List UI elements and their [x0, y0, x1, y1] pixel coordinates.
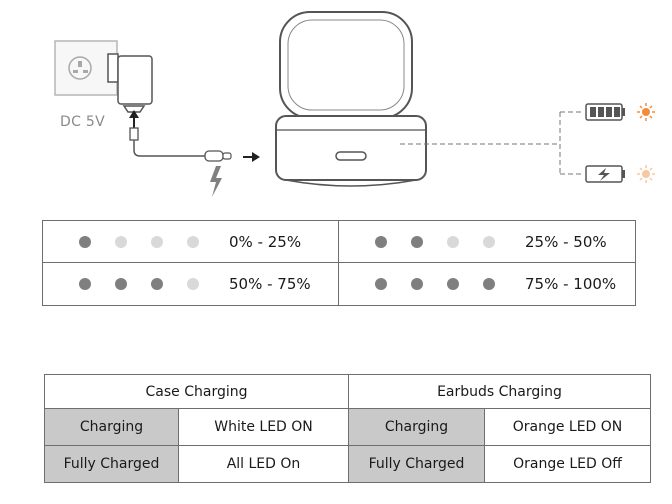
upward-arrow-icon [129, 110, 139, 128]
led-on-indicator [375, 278, 387, 290]
led-off-indicator [187, 278, 199, 290]
led-off-indicator [483, 235, 495, 248]
orange-led-icon [637, 103, 655, 121]
lightning-icon [210, 166, 222, 197]
led-level-table: 0% - 25% 25% - 50% 50% - 75% 75% - 100% [42, 220, 636, 306]
led-on-indicator [411, 278, 423, 290]
led-level-cell: 0% - 25% [43, 221, 339, 263]
level-label: 0% - 25% [229, 232, 302, 251]
plug-adapter-icon [107, 53, 153, 113]
table-header-row: Case Charging Earbuds Charging [44, 374, 652, 409]
led-level-cell: 75% - 100% [339, 263, 635, 305]
led-dots [339, 235, 517, 248]
led-off-indicator [115, 235, 127, 248]
case-state-cell: Fully Charged [44, 445, 179, 483]
uk-wall-socket-icon [54, 40, 118, 96]
level-label: 50% - 75% [229, 275, 311, 293]
case-led-cell: White LED ON [178, 408, 349, 446]
led-on-indicator [115, 278, 127, 290]
usb-c-cable-icon [129, 127, 232, 162]
earbuds-led-cell: Orange LED ON [483, 408, 652, 446]
white-led-icon [637, 165, 655, 183]
power-label: DC 5V [60, 114, 105, 130]
led-on-indicator [411, 235, 423, 248]
battery-full-icon [585, 103, 625, 121]
led-on-indicator [79, 235, 91, 248]
led-dots [339, 278, 517, 290]
led-on-indicator [483, 278, 495, 290]
right-arrow-icon [243, 152, 260, 162]
earbuds-led-cell: Orange LED Off [483, 445, 652, 483]
level-label: 75% - 100% [525, 275, 617, 293]
led-off-indicator [187, 235, 199, 248]
led-connector-lines [400, 111, 584, 175]
led-off-indicator [447, 235, 459, 248]
led-on-indicator [151, 278, 163, 290]
led-on-indicator [79, 278, 91, 290]
led-dots [43, 235, 221, 248]
led-on-indicator [375, 235, 387, 248]
led-level-cell: 25% - 50% [339, 221, 635, 263]
table-row: Fully Charged All LED On Fully Charged O… [44, 445, 652, 483]
charging-status-table: Case Charging Earbuds Charging Charging … [44, 374, 652, 483]
charging-case-icon [275, 11, 427, 187]
led-off-indicator [151, 235, 163, 248]
case-led-cell: All LED On [178, 445, 349, 483]
led-dots [43, 278, 221, 290]
case-state-cell: Charging [44, 408, 179, 446]
case-charging-header: Case Charging [44, 374, 349, 409]
battery-charging-icon [585, 165, 625, 183]
led-level-cell: 50% - 75% [43, 263, 339, 305]
charging-illustration [54, 11, 655, 197]
table-row: Charging White LED ON Charging Orange LE… [44, 408, 652, 446]
earbuds-state-cell: Charging [348, 408, 485, 446]
earbuds-state-cell: Fully Charged [348, 445, 485, 483]
led-on-indicator [447, 278, 459, 290]
level-label: 25% - 50% [525, 232, 607, 251]
earbuds-charging-header: Earbuds Charging [347, 374, 652, 409]
